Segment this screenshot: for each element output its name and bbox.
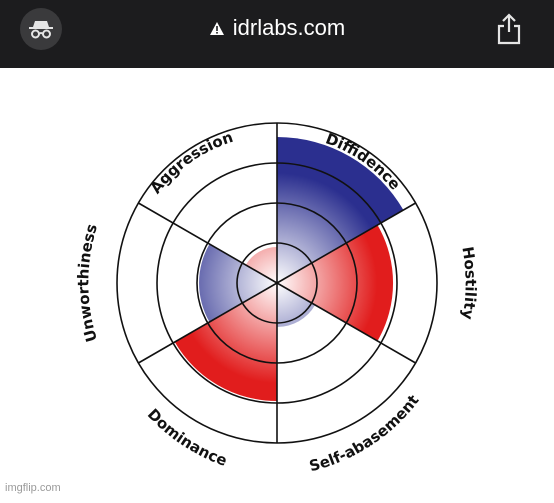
sector-unworthiness bbox=[199, 244, 277, 322]
chart-area: Aggression Diffidence Hostility Self-aba… bbox=[0, 68, 554, 499]
incognito-icon bbox=[29, 21, 53, 39]
browser-toolbar: idrlabs.com bbox=[0, 0, 554, 68]
grid-lines bbox=[116, 122, 438, 444]
svg-text:Unworthiness: Unworthiness bbox=[74, 222, 101, 344]
sector-diffidence bbox=[277, 137, 404, 283]
label-aggression: Aggression bbox=[147, 128, 236, 197]
incognito-button[interactable] bbox=[20, 8, 62, 50]
address-bar[interactable]: idrlabs.com bbox=[0, 8, 554, 48]
grid-spoke-1 bbox=[138, 202, 278, 284]
grid-spoke-4 bbox=[276, 282, 416, 364]
url-text: idrlabs.com bbox=[232, 15, 346, 40]
watermark: imgflip.com bbox=[5, 482, 61, 494]
label-unworthiness: Unworthiness bbox=[74, 222, 101, 344]
sector-dominance bbox=[174, 283, 277, 401]
sector-fills bbox=[174, 137, 404, 401]
sector-self-abasement bbox=[277, 283, 316, 327]
sector-aggression bbox=[245, 246, 277, 283]
label-self-abasement: Self-abasement bbox=[307, 391, 422, 475]
sector-hostility bbox=[277, 225, 394, 341]
share-button[interactable] bbox=[494, 12, 524, 46]
grid-spoke-6 bbox=[138, 282, 278, 364]
svg-text:Self-abasement: Self-abasement bbox=[307, 391, 422, 475]
warning-triangle-icon bbox=[209, 21, 224, 35]
svg-text:Aggression: Aggression bbox=[147, 128, 236, 197]
grid-spoke-3 bbox=[276, 202, 416, 284]
polar-chart: Aggression Diffidence Hostility Self-aba… bbox=[74, 122, 480, 475]
share-icon bbox=[497, 13, 521, 45]
label-hostility: Hostility bbox=[458, 245, 479, 321]
svg-text:Hostility: Hostility bbox=[458, 245, 479, 321]
